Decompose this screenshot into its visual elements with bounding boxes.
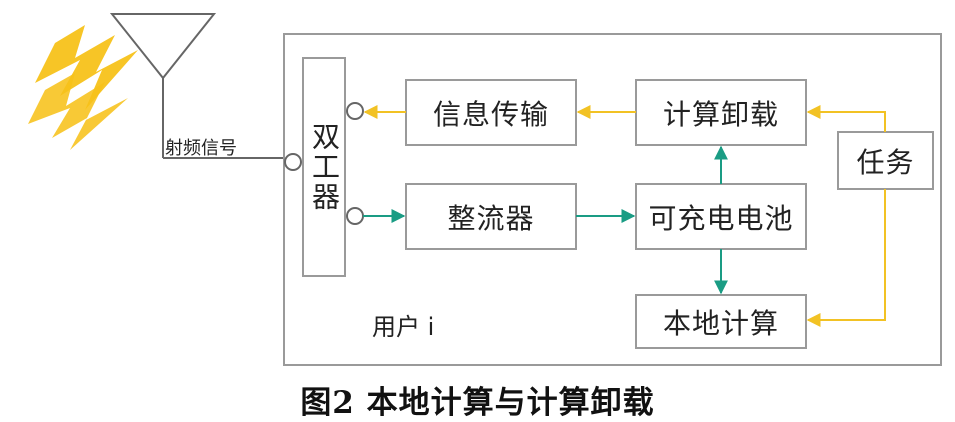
duplexer-label-wrap: 双工器 — [303, 58, 345, 276]
compute-offload-label: 计算卸载 — [662, 97, 779, 131]
task-label: 任务 — [856, 145, 915, 179]
duplexer-box — [302, 57, 346, 277]
duplexer-label: 双工器 — [308, 122, 341, 212]
duplexer-port-info — [346, 102, 364, 120]
arrow-task-to-local — [806, 189, 886, 327]
local-compute-label: 本地计算 — [662, 306, 779, 340]
duplexer-port-rf — [284, 153, 302, 171]
local-compute-box — [635, 294, 807, 349]
user-label: 用户 i — [372, 313, 435, 341]
antenna-icon — [109, 13, 217, 158]
duplexer-port-rectifier — [346, 207, 364, 225]
lightning-icon — [28, 25, 138, 150]
info-transfer-label: 信息传输 — [432, 97, 549, 131]
rectifier-label: 整流器 — [447, 201, 535, 235]
figure-caption: 图2 本地计算与计算卸载 — [300, 385, 655, 421]
arrow-task-to-offload — [806, 105, 886, 132]
battery-label: 可充电电池 — [648, 201, 794, 235]
user-frame — [283, 33, 942, 366]
rf-signal-label: 射频信号 — [165, 138, 237, 159]
